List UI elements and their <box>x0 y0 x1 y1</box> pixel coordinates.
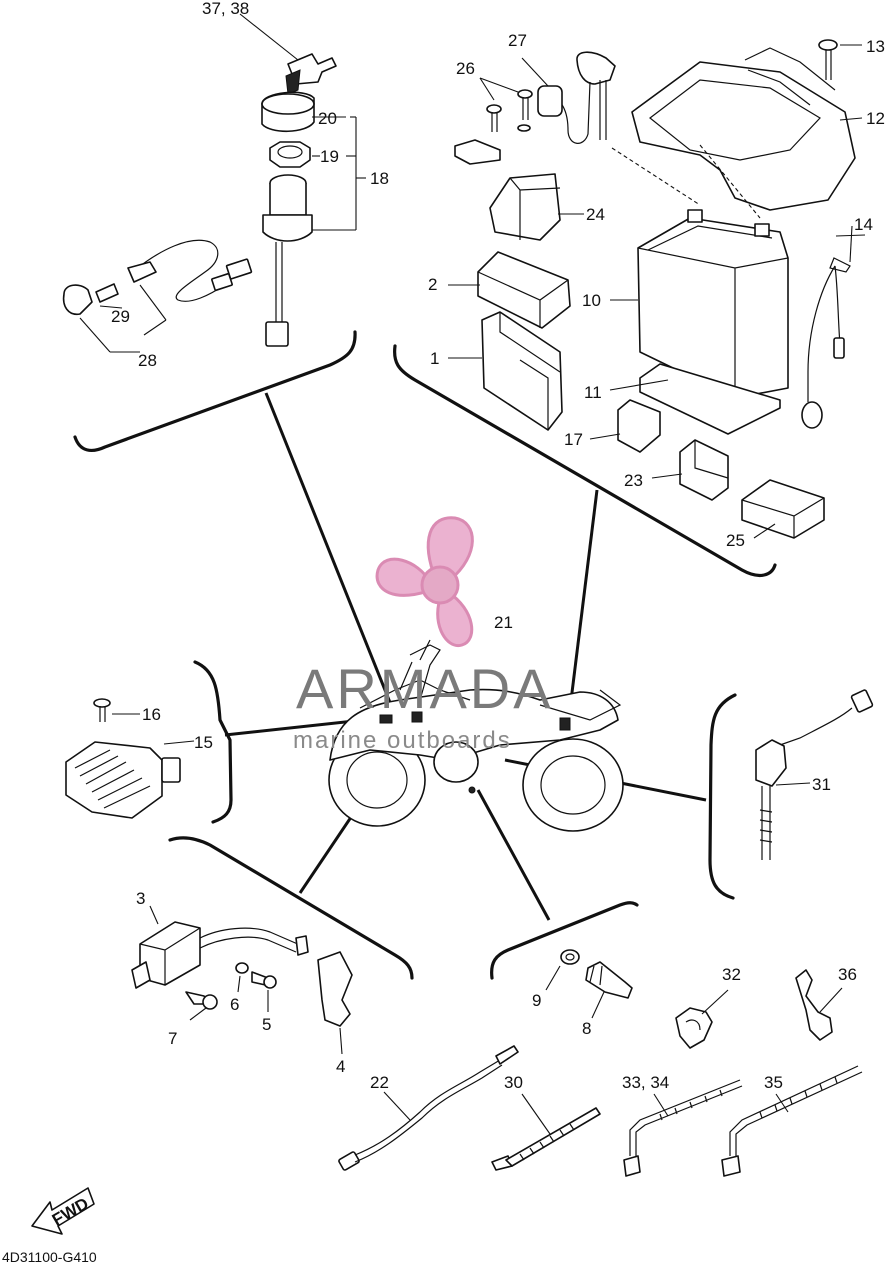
callout-33-34: 33, 34 <box>622 1073 669 1092</box>
diagram-code: 4D31100-G410 <box>2 1249 97 1265</box>
callout-14: 14 <box>854 215 873 234</box>
callout-20: 20 <box>318 109 337 128</box>
sensor-group <box>755 689 874 860</box>
lead-22 <box>338 1045 519 1171</box>
callout-19: 19 <box>320 147 339 166</box>
callout-29: 29 <box>111 307 130 326</box>
band-33-34 <box>623 1079 743 1177</box>
callout-9: 9 <box>532 991 541 1010</box>
callout-25: 25 <box>726 531 745 550</box>
battery-group <box>448 39 866 539</box>
atv-vehicle-illustration <box>328 639 624 832</box>
watermark-wordmark: ARMADA marine outboards <box>293 657 554 754</box>
watermark-propeller-logo <box>375 516 474 647</box>
callout-37-38: 37, 38 <box>202 0 249 18</box>
clamp-36 <box>795 969 843 1041</box>
fwd-arrow-icon: FWD <box>31 1187 95 1235</box>
callout-18: 18 <box>370 169 389 188</box>
clamp-32 <box>675 989 729 1049</box>
callout-6: 6 <box>230 995 239 1014</box>
callout-11: 11 <box>584 383 602 402</box>
neutral-switch-group <box>545 949 633 1019</box>
callout-13: 13 <box>866 37 885 56</box>
callout-12: 12 <box>866 109 885 128</box>
callout-10: 10 <box>582 291 601 310</box>
callout-labels: 37, 38 20 19 18 29 28 27 26 13 12 14 24 … <box>111 0 885 1092</box>
callout-2: 2 <box>428 275 437 294</box>
callout-31: 31 <box>812 775 831 794</box>
callout-27: 27 <box>508 31 527 50</box>
ignition-coil-group <box>131 905 353 1055</box>
callout-21: 21 <box>494 613 513 632</box>
group-brackets <box>73 330 777 980</box>
band-35 <box>721 1065 863 1177</box>
callout-30: 30 <box>504 1073 523 1092</box>
callout-15: 15 <box>194 733 213 752</box>
callout-16: 16 <box>142 705 161 724</box>
callout-7: 7 <box>168 1029 177 1048</box>
callout-22: 22 <box>370 1073 389 1092</box>
callout-26: 26 <box>456 59 475 78</box>
callout-3: 3 <box>136 889 145 908</box>
callout-35: 35 <box>764 1073 783 1092</box>
watermark-tagline: marine outboards <box>293 727 512 754</box>
callout-36: 36 <box>838 965 857 984</box>
rectifier-group <box>65 698 195 819</box>
callout-24: 24 <box>586 205 605 224</box>
main-switch-group <box>62 13 366 353</box>
callout-1: 1 <box>430 349 439 368</box>
callout-5: 5 <box>262 1015 271 1034</box>
band-30 <box>491 1093 601 1171</box>
callout-23: 23 <box>624 471 643 490</box>
callout-4: 4 <box>336 1057 345 1076</box>
callout-28: 28 <box>138 351 157 370</box>
callout-32: 32 <box>722 965 741 984</box>
callout-8: 8 <box>582 1019 591 1038</box>
callout-17: 17 <box>564 430 583 449</box>
watermark-brand: ARMADA <box>296 657 554 720</box>
